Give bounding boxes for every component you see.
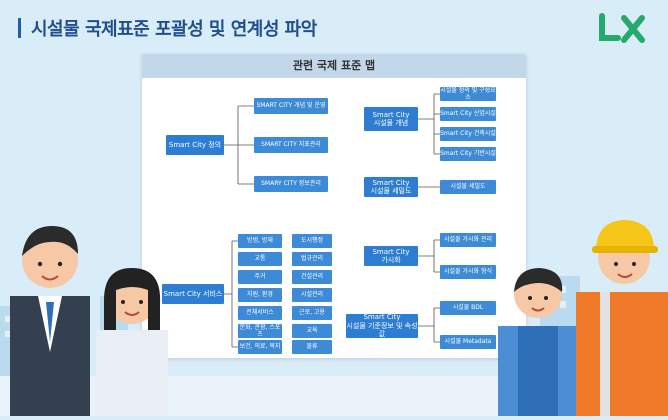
service-item: 자원, 환경 — [238, 288, 282, 302]
construction-worker-illustration — [568, 212, 668, 420]
node-definition-child-3: SMARY CITY 정보관리 — [254, 176, 328, 192]
service-item: 교육 — [292, 324, 332, 338]
node-visualization-child: 시설물 가시화 관리 — [440, 233, 496, 247]
service-item: 문화, 관광, 스포츠 — [238, 323, 282, 338]
node-spatial-child: 시설물 BDL — [440, 301, 496, 315]
node-facility-concept-child: Smart City 건축시설 — [440, 127, 496, 141]
header: 시설물 국제표준 포괄성 및 연계성 파악 — [18, 16, 317, 40]
service-item: 방범, 방재 — [238, 234, 282, 248]
node-facility-concept-child: Smart City 기반시설 — [440, 147, 496, 161]
service-item: 교통 — [238, 252, 282, 266]
service-item: 근로, 고용 — [292, 306, 332, 320]
service-item: 건설관리 — [292, 270, 332, 284]
node-definition-child-1: SMART CITY 개념 및 운영 — [254, 98, 328, 114]
panel-title: 관련 국제 표준 맵 — [142, 54, 526, 78]
node-spatial: Smart City 시설물 기준정보 및 속성값 — [346, 313, 418, 339]
node-visualization: Smart City 가시화 — [364, 246, 418, 266]
page-title: 시설물 국제표준 포괄성 및 연계성 파악 — [31, 19, 317, 40]
node-definition: Smart City 정의 — [166, 135, 224, 155]
node-facility-detail: Smart City 시설물 세밀도 — [364, 177, 418, 197]
title-accent-bar — [18, 18, 21, 38]
node-facility-detail-child: 시설물 세밀도 — [440, 180, 496, 194]
service-item: 물류 — [292, 340, 332, 354]
node-visualization-child: 시설물 가시화 형식 — [440, 265, 496, 279]
lx-logo — [598, 12, 648, 46]
businessman-illustration — [0, 212, 100, 420]
businesswoman-illustration — [82, 260, 182, 420]
connector-lines — [224, 93, 440, 348]
service-item: 전체서비스 — [238, 306, 282, 320]
service-item: 도시행정 — [292, 234, 332, 248]
node-service: Smart City 서비스 — [162, 284, 224, 304]
node-facility-concept-child: 시설물 정의 및 구성요소 — [440, 86, 496, 101]
node-facility-concept: Smart City 시설물 개념 — [364, 107, 418, 131]
standard-map-panel: 관련 국제 표준 맵 Smart City 정의 SMART CITY 개념 및… — [142, 54, 526, 358]
service-item: 주거 — [238, 270, 282, 284]
node-spatial-child: 시설물 Metadata — [440, 335, 496, 349]
service-item: 시설관리 — [292, 288, 332, 302]
service-item: 보건, 의료, 복지 — [238, 340, 282, 354]
service-item: 법규관리 — [292, 252, 332, 266]
node-definition-child-2: SMART CITY 지표관리 — [254, 137, 328, 153]
engineer-illustration — [488, 262, 588, 420]
node-facility-concept-child: Smart City 산업시설 — [440, 107, 496, 121]
